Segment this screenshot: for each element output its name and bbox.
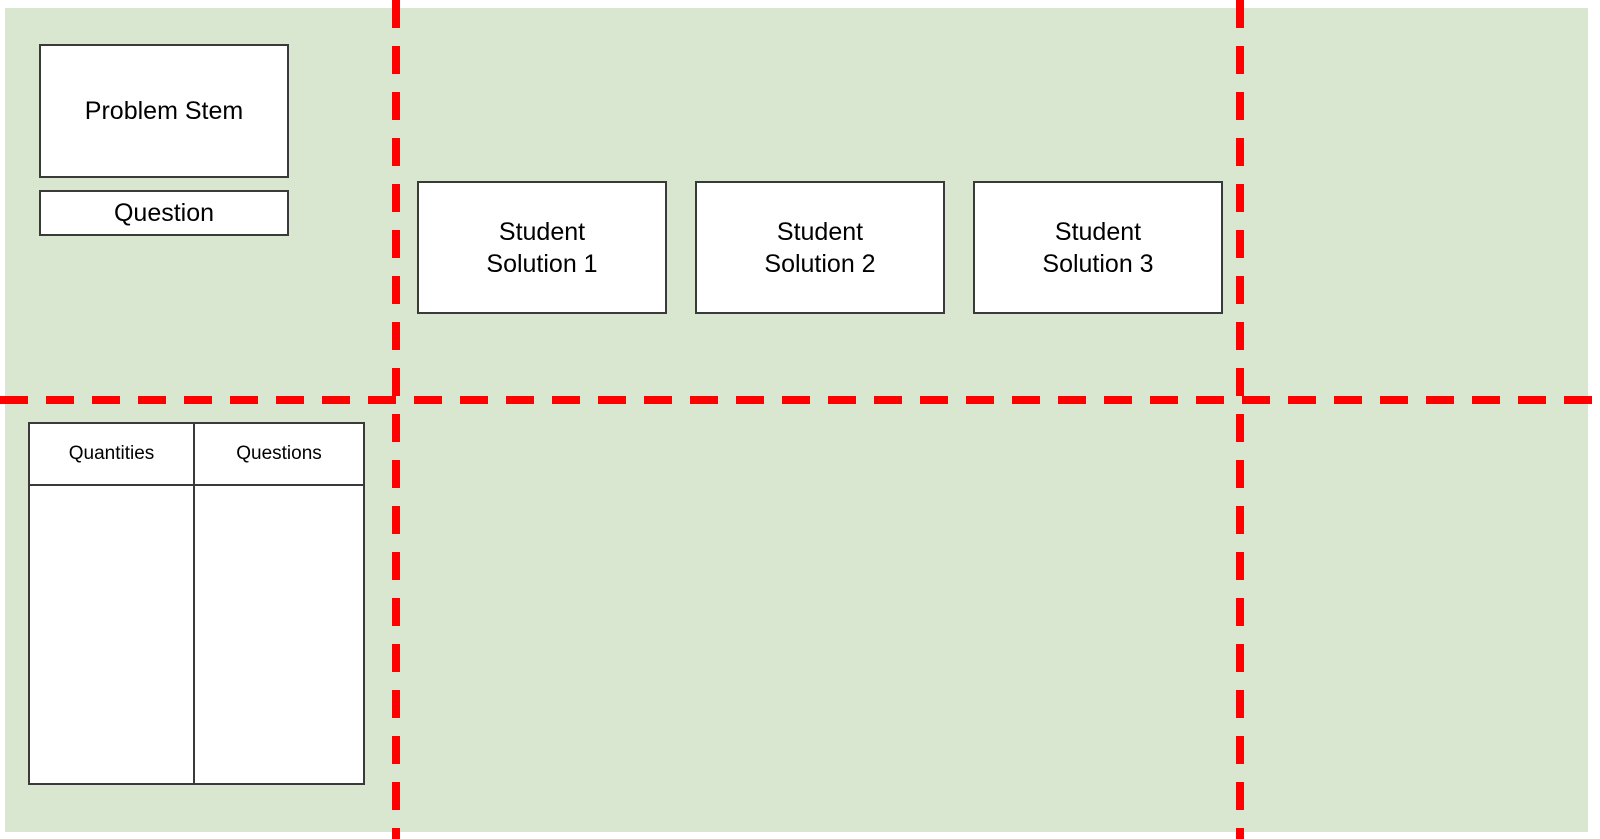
vertical-divider-right — [1236, 0, 1244, 839]
vertical-divider-left — [392, 0, 400, 839]
problem-stem-box[interactable]: Problem Stem — [39, 44, 289, 178]
quantities-questions-table[interactable]: Quantities Questions — [28, 422, 365, 785]
student-solution-1-box[interactable]: Student Solution 1 — [417, 181, 667, 314]
student-solution-2-box[interactable]: Student Solution 2 — [695, 181, 945, 314]
table-header-row: Quantities Questions — [30, 424, 363, 486]
horizontal-divider — [0, 396, 1600, 404]
table-header-cell-quantities: Quantities — [30, 424, 195, 484]
student-solution-3-box[interactable]: Student Solution 3 — [973, 181, 1223, 314]
table-header-label-quantities: Quantities — [68, 443, 155, 464]
table-header-cell-questions: Questions — [195, 424, 363, 484]
table-body-row — [30, 486, 363, 783]
table-body-cell-quantities[interactable] — [30, 486, 195, 783]
table-header-label-questions: Questions — [236, 443, 322, 464]
question-box[interactable]: Question — [39, 190, 289, 236]
table-body-cell-questions[interactable] — [195, 486, 363, 783]
